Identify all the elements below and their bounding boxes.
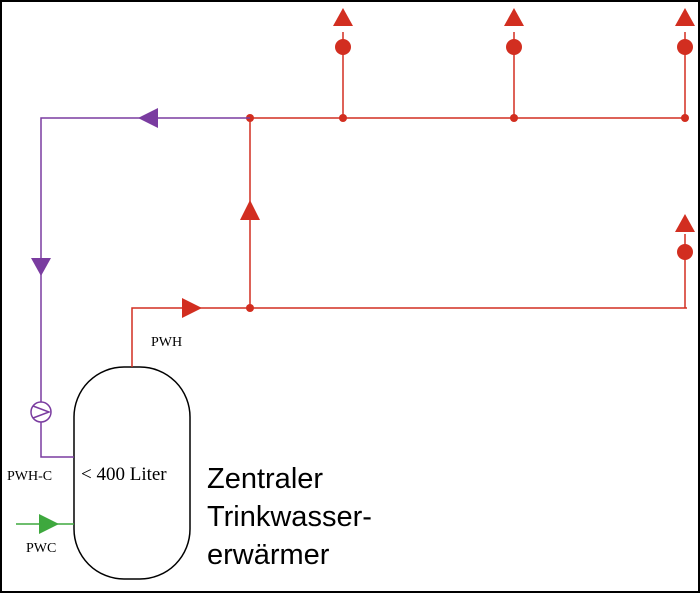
tap-outlet-1 [333,8,353,55]
tap-outlets [333,8,695,260]
tap-outlet-icon [677,244,693,260]
circulation-to-tank [40,422,74,458]
tap-outlet-icon [335,39,351,55]
junction-dot [681,114,689,122]
junction-dot [246,304,254,312]
tap-outlet-icon [506,39,522,55]
circulation-flow-arrows [31,108,158,276]
circulation-return-line [40,117,250,402]
tap-outlet-3 [675,8,695,55]
pwh-riser-from-tank [131,307,687,367]
cold-water-pipe [16,514,74,534]
title-line-3: erwärmer [207,539,330,571]
flow-arrow-right-icon [39,514,59,534]
tap-outlet-icon [677,39,693,55]
flow-arrow-right-icon [182,298,202,318]
title-line-1: Zentraler [207,463,323,495]
outlet-arrow-up-icon [675,214,695,232]
junction-dot [510,114,518,122]
hot-water-pipes [131,32,687,367]
title-line-2: Trinkwasser- [207,501,372,533]
tank-volume-label: < 400 Liter [81,464,167,485]
circulation-pipe [30,117,250,458]
flow-arrow-down-icon [31,258,51,276]
hot-water-flow-arrows [182,200,260,318]
flow-arrow-up-icon [240,200,260,220]
outlet-arrow-up-icon [504,8,524,26]
flow-arrow-left-icon [138,108,158,128]
label-pwh: PWH [151,335,182,350]
outlet-arrow-up-icon [333,8,353,26]
tap-outlet-2 [504,8,524,55]
label-pwc: PWC [26,541,56,556]
outlet-arrow-up-icon [675,8,695,26]
pipe-junctions [246,114,689,312]
tap-outlet-4 [675,214,695,260]
junction-dot [339,114,347,122]
label-pwh-c: PWH-C [7,469,52,484]
pump-triangle-icon [32,405,52,419]
